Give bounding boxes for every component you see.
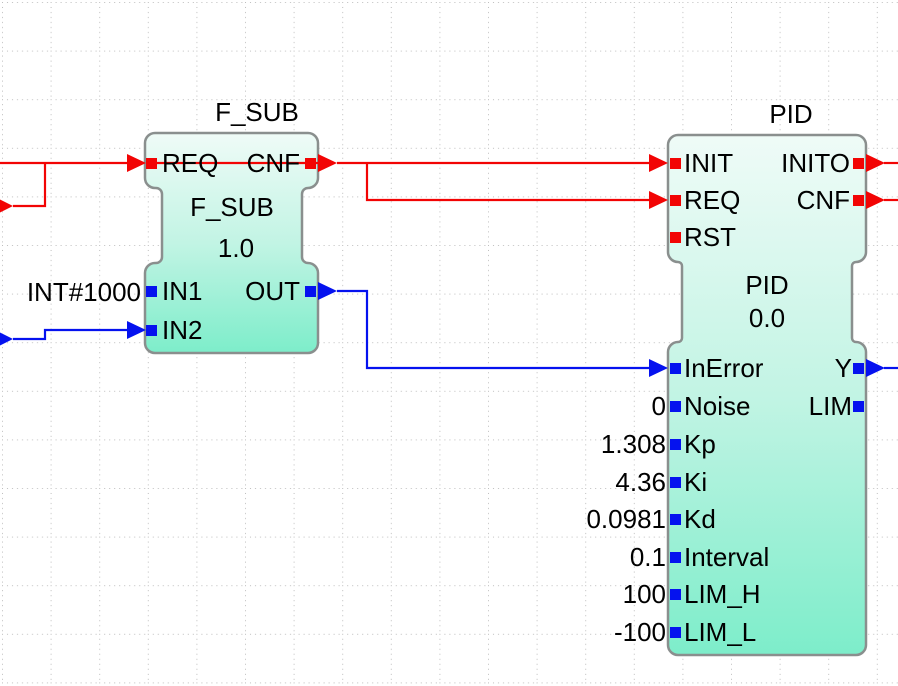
pid-pin-rst[interactable] [670, 232, 681, 243]
pid-pin-ki[interactable] [670, 477, 681, 488]
pid-pin-req[interactable] [670, 195, 681, 206]
pid-pin-y[interactable] [853, 363, 864, 374]
pid-pin-lim[interactable] [853, 401, 864, 412]
fsub-pin-out[interactable] [305, 286, 316, 297]
wire-data-left-to-fsub-in2[interactable] [13, 328, 130, 341]
pid-value-interval[interactable]: 0.1 [629, 542, 666, 572]
pid-instance-title[interactable]: PID [769, 99, 813, 129]
arrowhead-fsub-out[interactable] [318, 282, 337, 300]
pid-label-lim-l: LIM_L [684, 617, 757, 647]
fsub-label-req: REQ [162, 148, 219, 178]
arrowhead-fsub-in2[interactable] [127, 321, 146, 339]
wire-fsub-out-to-pid-inerror[interactable] [337, 289, 652, 370]
fsub-label-out: OUT [245, 276, 300, 306]
pid-value-noise[interactable]: 0 [651, 391, 666, 421]
pid-label-req: REQ [684, 185, 741, 215]
pid-label-inerror: InError [684, 353, 764, 383]
fsub-label-cnf: CNF [246, 148, 300, 178]
fsub-label-in1: IN1 [162, 276, 203, 306]
arrowhead-left-edge-data[interactable] [0, 330, 13, 348]
arrowhead-pid-inerror[interactable] [649, 359, 668, 377]
fsub-type-name: F_SUB [190, 192, 274, 222]
arrowhead-fsub-cnf[interactable] [318, 154, 337, 172]
arrowhead-left-edge-event[interactable] [0, 197, 13, 215]
fsub-pin-in2[interactable] [146, 325, 157, 336]
pid-value-lim-l[interactable]: -100 [613, 617, 666, 647]
pid-label-interval: Interval [684, 542, 770, 572]
pid-pin-init[interactable] [670, 158, 681, 169]
arrowhead-pid-inito[interactable] [866, 154, 885, 172]
pid-block-body[interactable] [666, 133, 868, 657]
pid-pin-inito[interactable] [853, 158, 864, 169]
fsub-instance-title[interactable]: F_SUB [215, 97, 299, 127]
arrowhead-pid-cnf[interactable] [866, 191, 885, 209]
pid-value-kd[interactable]: 0.0981 [586, 504, 666, 534]
pid-label-inito: INITO [781, 148, 850, 178]
pid-pin-cnf[interactable] [853, 195, 864, 206]
pid-label-rst: RST [684, 222, 736, 252]
fsub-value-in1[interactable]: INT#1000 [26, 277, 141, 307]
pid-value-lim-h[interactable]: 100 [622, 579, 666, 609]
pid-pin-kd[interactable] [670, 514, 681, 525]
pid-pin-interval[interactable] [670, 552, 681, 563]
pid-label-y: Y [834, 353, 852, 383]
arrowhead-fsub-req[interactable] [127, 154, 146, 172]
pid-pin-kp[interactable] [670, 439, 681, 450]
pid-value-ki[interactable]: 4.36 [615, 467, 666, 497]
pid-label-ki: Ki [684, 467, 708, 497]
pid-label-kp: Kp [684, 429, 716, 459]
fsub-label-in2: IN2 [162, 315, 203, 345]
wire-fsub-cnf-to-pid-req[interactable] [365, 163, 652, 202]
pid-label-cnf: CNF [796, 185, 850, 215]
pid-version: 0.0 [748, 303, 786, 333]
pid-label-noise: Noise [684, 391, 751, 421]
arrowhead-pid-y[interactable] [866, 359, 885, 377]
pid-label-lim-h: LIM_H [684, 579, 761, 609]
pid-value-kp[interactable]: 1.308 [600, 429, 666, 459]
fsub-block-body[interactable] [143, 131, 320, 355]
pid-label-kd: Kd [684, 504, 716, 534]
pid-pin-lim-l[interactable] [670, 627, 681, 638]
fsub-pin-cnf[interactable] [305, 158, 316, 169]
pid-label-init: INIT [684, 148, 734, 178]
wire-event-left-branch[interactable] [13, 163, 47, 208]
pid-pin-inerror[interactable] [670, 363, 681, 374]
fsub-pin-req[interactable] [146, 158, 157, 169]
fsub-version: 1.0 [217, 233, 255, 263]
pid-label-lim: LIM [808, 391, 852, 421]
pid-pin-lim-h[interactable] [670, 589, 681, 600]
fsub-pin-in1[interactable] [146, 286, 157, 297]
arrowhead-pid-init[interactable] [649, 154, 668, 172]
pid-type-name: PID [745, 270, 789, 300]
arrowhead-pid-req[interactable] [649, 191, 668, 209]
pid-pin-noise[interactable] [670, 401, 681, 412]
